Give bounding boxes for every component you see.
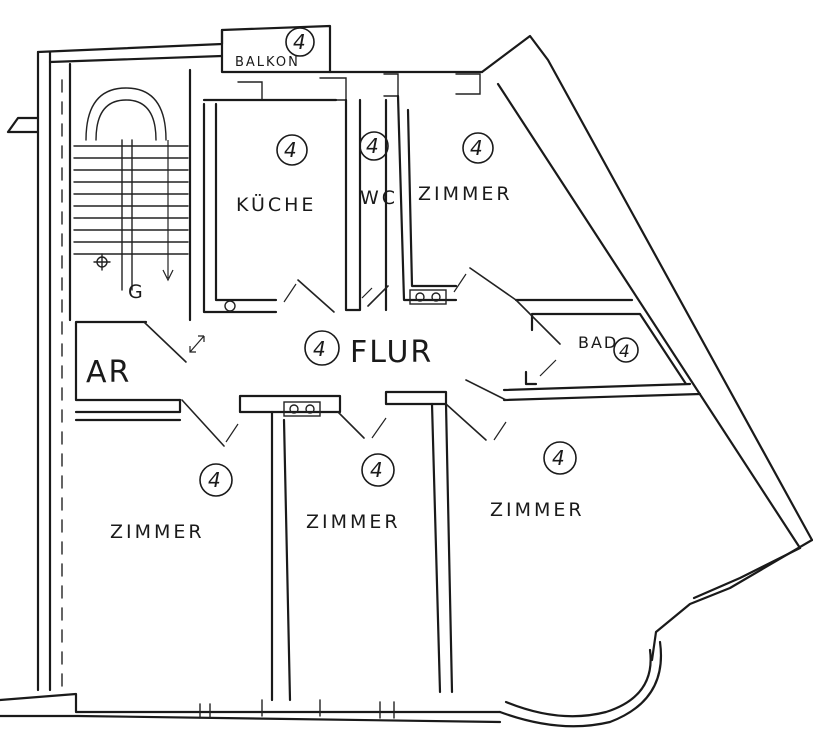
- wc-number: 4: [366, 134, 379, 158]
- bay-window-arc: [498, 640, 663, 728]
- bad-number: 4: [619, 342, 630, 362]
- bottom-outer-line: [0, 714, 502, 724]
- bath-walls: [502, 298, 702, 402]
- door-flur-right: [515, 299, 561, 345]
- wc-number-circle: [359, 131, 389, 161]
- doors: [143, 267, 561, 447]
- door-kueche-arrow: [283, 283, 297, 303]
- outer-walls: [0, 24, 813, 728]
- wall-s-se: [430, 402, 454, 694]
- center-fixture-2: [305, 404, 315, 414]
- zimmer-sw-top-wall: [74, 398, 182, 414]
- bath-door-jamb: [524, 370, 538, 386]
- top-inner-wall: [48, 54, 224, 64]
- door-zimmer-sw: [181, 399, 225, 447]
- stair-start-cross: [93, 253, 111, 271]
- door-zimmer-se: [445, 403, 487, 441]
- balkon-label: BALKON: [235, 55, 300, 70]
- zimmer-ne-label: ZIMMER: [418, 183, 513, 205]
- stair-label: G: [128, 281, 146, 303]
- stair-handrail: [121, 139, 133, 291]
- door-wc: [367, 285, 389, 307]
- zimmer-sw-number: 4: [208, 468, 221, 492]
- kueche-number-circle: [276, 134, 308, 166]
- zimmer-se-number-circle: [543, 441, 577, 475]
- wall-block-right: [384, 390, 448, 406]
- zimmer-s-number: 4: [370, 458, 383, 482]
- room-labels: BALKON 4 4 KÜCHE 4 WC 4 ZIMMER G AR 4 FL…: [86, 27, 639, 543]
- wc-fixture-1: [415, 292, 425, 302]
- lower-interior-walls: [74, 390, 454, 702]
- top-window-marks: [237, 73, 481, 101]
- balcony-outline: [220, 28, 332, 74]
- stair-arch-outer2: [85, 87, 167, 141]
- flur-number-circle: [304, 330, 340, 366]
- door-ar: [143, 321, 187, 363]
- door-ar-arrow: [189, 335, 205, 353]
- kitchen-walls: [202, 102, 278, 314]
- kitchen-sink: [224, 300, 236, 312]
- door-zimmer-sw-arrow: [225, 423, 239, 443]
- ar-walls: [74, 320, 182, 402]
- door-zimmer-s: [337, 411, 365, 439]
- wc-label: WC: [360, 187, 398, 209]
- flur-label: FLUR: [350, 335, 433, 370]
- bad-number-circle: [613, 337, 639, 363]
- wall-sw-s: [270, 410, 292, 702]
- door-bad-arrow: [539, 359, 557, 377]
- door-zimmer-ne: [469, 267, 517, 301]
- stair-treads: [73, 145, 189, 255]
- center-fixture-box: [283, 401, 321, 417]
- center-fixture-1: [289, 404, 299, 414]
- wc-fixture-box: [409, 289, 447, 305]
- diagonal-exterior-wall: [480, 34, 813, 542]
- bottom-window-marks: [199, 699, 395, 719]
- zimmer-se-number: 4: [552, 446, 565, 470]
- kueche-number: 4: [284, 138, 297, 162]
- balkon-number: 4: [293, 30, 306, 54]
- diagonal-inner-wall: [496, 82, 802, 550]
- stair-arch-outer: [95, 99, 157, 141]
- door-zimmer-s-arrow: [371, 417, 387, 439]
- bay-window-arc-inner: [504, 648, 652, 718]
- zimmer-se-label: ZIMMER: [490, 499, 585, 521]
- flur-number: 4: [313, 337, 326, 361]
- balkon-number-circle: [285, 27, 315, 57]
- door-zimmer-ne-arrow: [453, 273, 467, 293]
- kitchen-wc-walls: [202, 98, 362, 312]
- wall-block-center: [238, 394, 342, 414]
- stair-walls: [68, 62, 192, 322]
- left-ledge: [6, 116, 40, 134]
- bad-label: BAD: [578, 333, 618, 352]
- zimmer-s-label: ZIMMER: [306, 511, 401, 533]
- kueche-label: KÜCHE: [236, 193, 316, 216]
- stair-direction-arrow: [162, 140, 174, 282]
- zimmer-ne-number: 4: [470, 136, 483, 160]
- zimmer-sw-label: ZIMMER: [110, 521, 205, 543]
- zimmer-sw-number-circle: [199, 463, 233, 497]
- top-exterior-wall: [36, 24, 484, 74]
- door-flur-bottom: [465, 379, 507, 401]
- left-exterior-wall: [36, 50, 52, 692]
- staircase: [68, 62, 192, 322]
- bottom-exterior-wall: [0, 692, 502, 714]
- ar-label: AR: [86, 355, 131, 390]
- upper-interior-walls: [74, 94, 702, 402]
- door-zimmer-se-arrow: [493, 421, 507, 441]
- zimmer-s-number-circle: [361, 453, 395, 487]
- door-wc-arrow: [361, 287, 373, 299]
- zimmer-ne-number-circle: [462, 132, 494, 164]
- door-kueche: [297, 279, 335, 313]
- bay-wall: [650, 538, 813, 662]
- bay-wall-inner: [692, 546, 802, 600]
- wc-fixture-2: [431, 292, 441, 302]
